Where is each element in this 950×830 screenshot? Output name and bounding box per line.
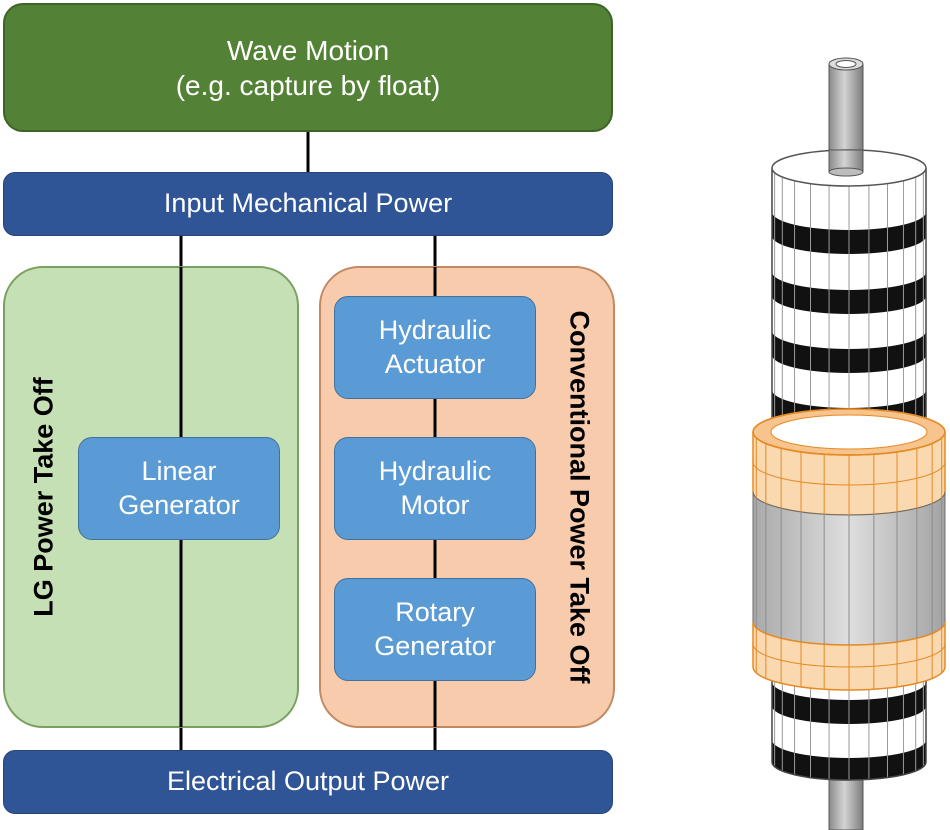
- coil-seam: [752, 461, 946, 486]
- wave-motion-box: Wave Motion (e.g. capture by float): [3, 3, 613, 132]
- hydraulic-actuator-box: Hydraulic Actuator: [334, 296, 536, 399]
- cylinder-outline: [771, 168, 927, 781]
- input-power-label: Input Mechanical Power: [163, 188, 453, 219]
- component-label-line2: Actuator: [384, 348, 486, 379]
- hydraulic-motor-box: Hydraulic Motor: [334, 437, 536, 540]
- output-power-label: Electrical Output Power: [166, 766, 450, 797]
- stator-assembly: [752, 408, 946, 691]
- wave-motion-subtitle: (e.g. capture by float): [175, 69, 441, 101]
- component-label-line1: Hydraulic: [378, 455, 492, 486]
- wave-motion-title: Wave Motion: [226, 34, 390, 66]
- input-mechanical-power-bar: Input Mechanical Power: [3, 172, 613, 236]
- rotary-generator-box: Rotary Generator: [334, 578, 536, 681]
- electrical-output-power-bar: Electrical Output Power: [3, 750, 613, 814]
- component-label-line2: Generator: [118, 489, 240, 520]
- component-label-line1: Linear: [141, 455, 217, 486]
- coil-seam: [752, 643, 946, 668]
- shaft-collar: [828, 167, 864, 177]
- component-label-line2: Motor: [400, 489, 470, 520]
- component-label-line1: Hydraulic: [378, 314, 492, 345]
- component-label-line1: Rotary: [395, 596, 475, 627]
- linear-generator-box: Linear Generator: [78, 437, 280, 540]
- component-label-line2: Generator: [374, 630, 496, 661]
